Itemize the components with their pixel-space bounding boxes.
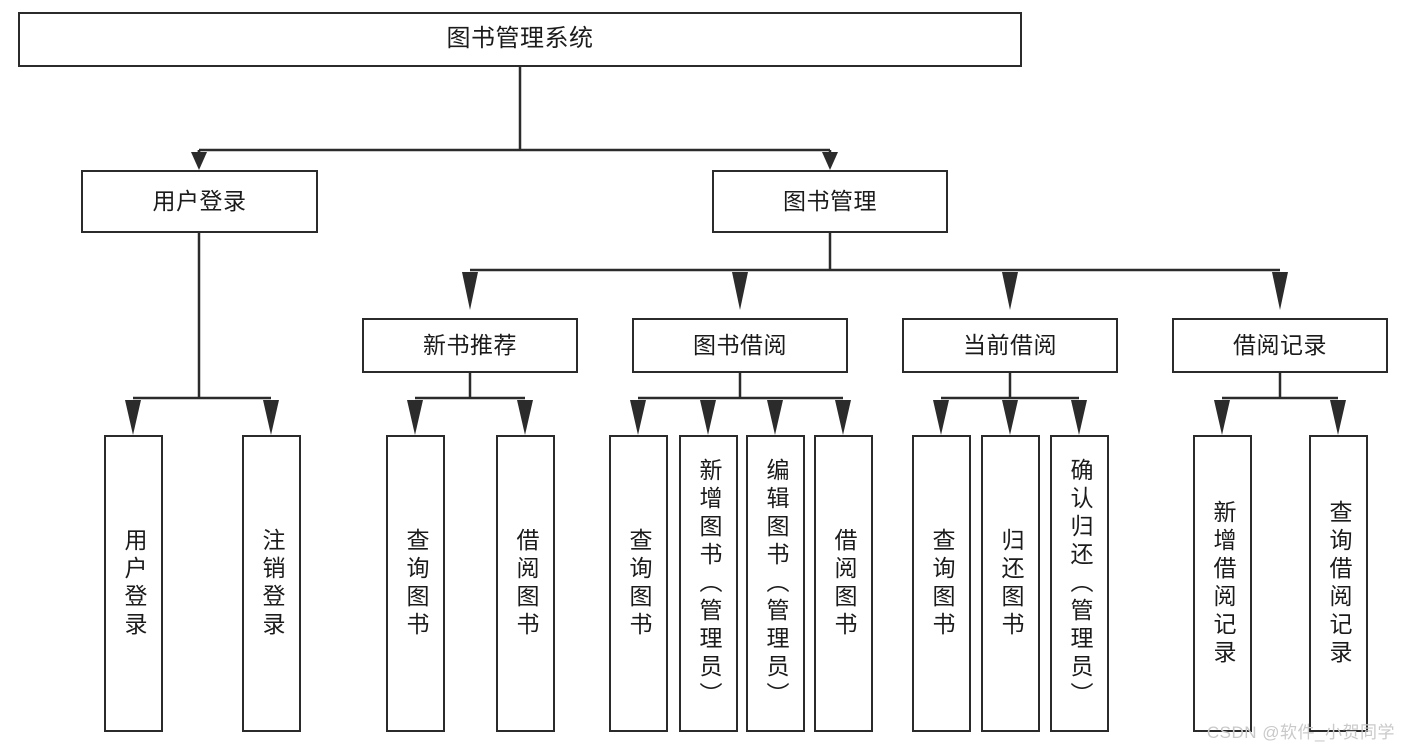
node-user-login[interactable]: 用户登录 <box>81 170 318 233</box>
arrowhead-borrow-record <box>1272 272 1288 310</box>
leaf-user-login-login[interactable]: 用户登录 <box>104 435 163 732</box>
leaf-label: 借阅图书 <box>513 527 539 640</box>
arrowhead-borrowrecord-leaf-2 <box>1330 400 1346 435</box>
leaf-current-borrow-query-book[interactable]: 查询图书 <box>912 435 971 732</box>
node-label: 图书借阅 <box>693 331 787 358</box>
leaf-book-borrow-borrow-book[interactable]: 借阅图书 <box>814 435 873 732</box>
arrowhead-currentborrow-leaf-3 <box>1071 400 1087 435</box>
leaf-book-borrow-add-book-admin[interactable]: 新增图书（管理员） <box>679 435 738 732</box>
arrowhead-new-book <box>462 272 478 310</box>
arrowhead-bookborrow-leaf-1 <box>630 400 646 435</box>
arrowhead-currentborrow-leaf-2 <box>1002 400 1018 435</box>
node-label: 借阅记录 <box>1233 331 1327 358</box>
leaf-label: 注销登录 <box>259 527 285 640</box>
node-label: 图书管理 <box>783 187 877 214</box>
arrowhead-bookborrow-leaf-2 <box>700 400 716 435</box>
arrowhead-leaf-logout <box>263 400 279 435</box>
leaf-borrow-record-query-record[interactable]: 查询借阅记录 <box>1309 435 1368 732</box>
arrowhead-borrowrecord-leaf-1 <box>1214 400 1230 435</box>
node-root-book-management-system[interactable]: 图书管理系统 <box>18 12 1022 67</box>
leaf-label: 用户登录 <box>121 527 147 640</box>
csdn-watermark: CSDN @软件_小贺同学 <box>1206 723 1395 742</box>
leaf-user-login-logout[interactable]: 注销登录 <box>242 435 301 732</box>
leaf-label: 确认归还（管理员） <box>1067 457 1093 710</box>
leaf-current-borrow-confirm-return-admin[interactable]: 确认归还（管理员） <box>1050 435 1109 732</box>
leaf-label: 查询图书 <box>929 527 955 640</box>
arrowhead-currentborrow-leaf-1 <box>933 400 949 435</box>
arrowhead-current-borrow <box>1002 272 1018 310</box>
arrowhead-newbook-leaf-1 <box>407 400 423 435</box>
node-current-borrow[interactable]: 当前借阅 <box>902 318 1118 373</box>
arrowhead-bookborrow-leaf-4 <box>835 400 851 435</box>
node-label: 用户登录 <box>152 187 247 214</box>
node-label: 新书推荐 <box>423 331 517 358</box>
leaf-current-borrow-return-book[interactable]: 归还图书 <box>981 435 1040 732</box>
leaf-label: 归还图书 <box>998 527 1024 640</box>
arrowhead-bookborrow-leaf-3 <box>767 400 783 435</box>
arrowhead-leaf-user-login <box>125 400 141 435</box>
arrowhead-book-borrow <box>732 272 748 310</box>
leaf-book-borrow-edit-book-admin[interactable]: 编辑图书（管理员） <box>746 435 805 732</box>
leaf-label: 新增图书（管理员） <box>696 457 722 710</box>
node-book-borrow[interactable]: 图书借阅 <box>632 318 848 373</box>
node-new-book-recommend[interactable]: 新书推荐 <box>362 318 578 373</box>
leaf-label: 查询图书 <box>626 527 652 640</box>
node-label: 当前借阅 <box>963 331 1057 358</box>
node-label: 图书管理系统 <box>446 25 594 53</box>
leaf-label: 借阅图书 <box>831 527 857 640</box>
leaf-label: 查询图书 <box>403 527 429 640</box>
arrowhead-newbook-leaf-2 <box>517 400 533 435</box>
node-book-management[interactable]: 图书管理 <box>712 170 948 233</box>
arrowhead-user-login <box>191 152 207 170</box>
leaf-book-borrow-query-book[interactable]: 查询图书 <box>609 435 668 732</box>
leaf-borrow-record-add-record[interactable]: 新增借阅记录 <box>1193 435 1252 732</box>
leaf-new-book-borrow-book[interactable]: 借阅图书 <box>496 435 555 732</box>
node-borrow-record[interactable]: 借阅记录 <box>1172 318 1388 373</box>
leaf-label: 查询借阅记录 <box>1326 499 1352 668</box>
leaf-new-book-query-book[interactable]: 查询图书 <box>386 435 445 732</box>
leaf-label: 编辑图书（管理员） <box>763 457 789 710</box>
leaf-label: 新增借阅记录 <box>1210 499 1236 668</box>
arrowhead-book-manage <box>822 152 838 170</box>
